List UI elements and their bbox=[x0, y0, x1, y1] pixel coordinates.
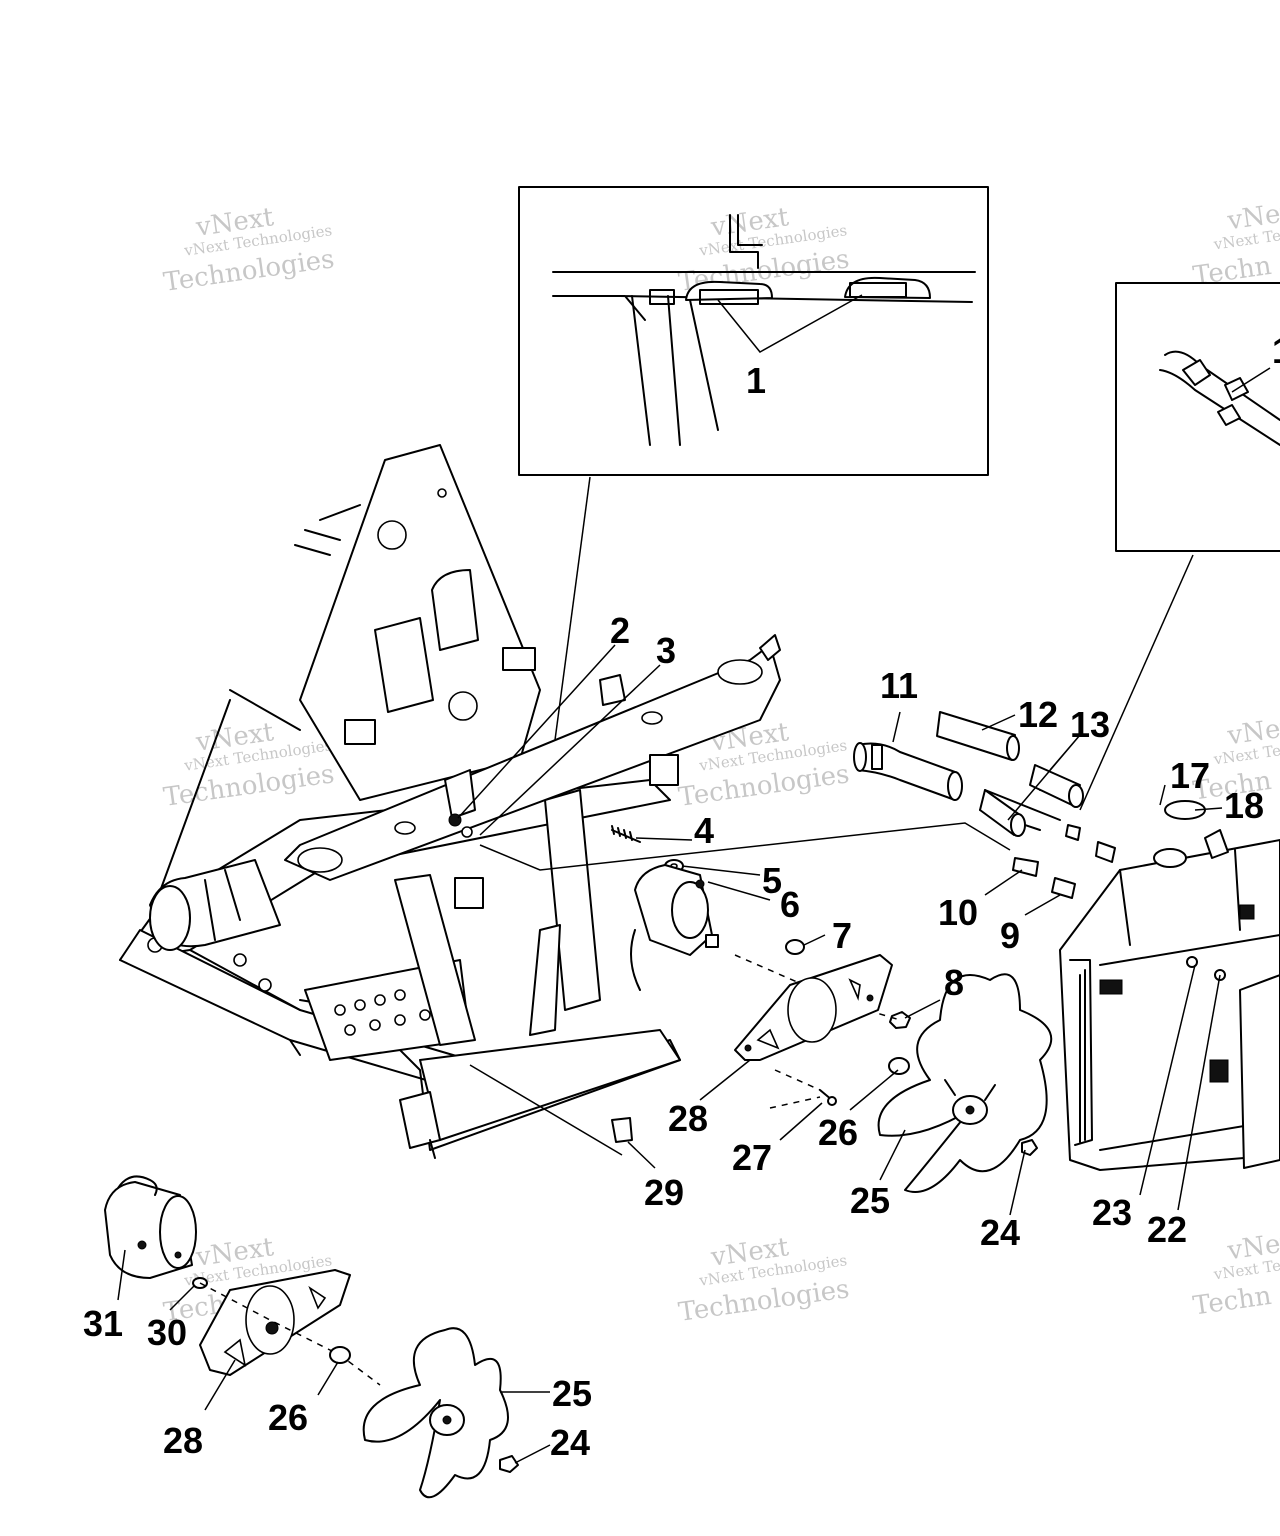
callout-25-lower: 25 bbox=[552, 1373, 592, 1414]
callout-inset2-partial: 1 bbox=[1272, 330, 1280, 371]
callout-labels: 1 2 3 4 5 6 7 8 9 10 11 12 13 17 18 22 2… bbox=[83, 330, 1280, 1463]
watermark-top-right: vNex vNext Te Techn bbox=[1191, 197, 1280, 292]
callout-5: 5 bbox=[762, 860, 782, 901]
detail-inset-rubber-mounts bbox=[518, 186, 989, 476]
part-8-nut bbox=[889, 1011, 911, 1029]
callout-27: 27 bbox=[732, 1137, 772, 1178]
part-29-grommet bbox=[611, 1117, 633, 1143]
part-9-fitting bbox=[1051, 877, 1076, 899]
frame-motor bbox=[149, 859, 281, 951]
svg-text:vNext Te: vNext Te bbox=[1212, 1256, 1280, 1283]
part-24-nut-lower bbox=[499, 1455, 519, 1473]
callout-4: 4 bbox=[694, 810, 714, 851]
callout-13: 13 bbox=[1070, 704, 1110, 745]
callout-26-center: 26 bbox=[818, 1112, 858, 1153]
watermark-bottom-center: vNext vNext Technologies Technologies bbox=[677, 1232, 852, 1328]
callout-23: 23 bbox=[1092, 1192, 1132, 1233]
callout-9: 9 bbox=[1000, 915, 1020, 956]
part-11-hose bbox=[853, 742, 963, 801]
part-24-nut-center bbox=[1021, 1139, 1038, 1156]
callout-10: 10 bbox=[938, 892, 978, 933]
part-25-fan-blade-center bbox=[877, 973, 1053, 1193]
leader-inset2 bbox=[1079, 554, 1194, 811]
mount-line bbox=[479, 822, 1011, 871]
callout-3: 3 bbox=[656, 630, 676, 671]
callout-24-lower: 24 bbox=[550, 1422, 590, 1463]
callout-18: 18 bbox=[1224, 785, 1264, 826]
detail-inset-connectors bbox=[1115, 282, 1280, 552]
part-25-fan-blade-lower bbox=[362, 1327, 509, 1499]
callout-7: 7 bbox=[832, 915, 852, 956]
part-26-bushing-lower bbox=[329, 1346, 351, 1364]
part-6-fan-motor bbox=[630, 864, 719, 991]
callout-26-lower: 26 bbox=[268, 1397, 308, 1438]
callout-25-center: 25 bbox=[850, 1180, 890, 1221]
watermark-mid-left: vNext vNext Technologies Technologies bbox=[162, 717, 337, 813]
callout-leaders bbox=[117, 644, 1223, 1464]
callout-28-lower: 28 bbox=[163, 1420, 203, 1461]
part-13-hose-connectors bbox=[979, 764, 1116, 863]
vehicle-frame bbox=[119, 444, 781, 1159]
callout-24-center: 24 bbox=[980, 1212, 1020, 1253]
svg-text:Techn: Techn bbox=[1191, 251, 1273, 292]
part-31-motor bbox=[104, 1175, 197, 1279]
callout-8: 8 bbox=[944, 962, 964, 1003]
callout-30: 30 bbox=[147, 1312, 187, 1353]
callout-11: 11 bbox=[880, 665, 918, 706]
part-12-hose bbox=[936, 711, 1020, 761]
leader-inset1 bbox=[554, 476, 591, 741]
callout-1: 1 bbox=[746, 360, 766, 401]
svg-text:Techn: Techn bbox=[1191, 1281, 1273, 1322]
callout-6: 6 bbox=[780, 884, 800, 925]
watermark-bottom-right: vNex vNext Te Techn bbox=[1191, 1227, 1280, 1322]
part-26-bushing-center bbox=[888, 1057, 910, 1075]
radiator bbox=[1059, 800, 1280, 1171]
callout-17: 17 bbox=[1170, 755, 1210, 796]
callout-12: 12 bbox=[1018, 694, 1058, 735]
callout-22: 22 bbox=[1147, 1209, 1187, 1250]
part-4-bolt bbox=[611, 825, 641, 843]
watermark-top-left: vNext vNext Technologies Technologies bbox=[162, 202, 337, 298]
part-28-fan-shroud-center bbox=[734, 954, 893, 1061]
callout-28-center: 28 bbox=[668, 1098, 708, 1139]
watermark-top-center: vNext vNext Technologies Technologies bbox=[677, 202, 852, 298]
part-7-spacer bbox=[785, 939, 805, 955]
callout-31: 31 bbox=[83, 1303, 123, 1344]
svg-text:vNext Te: vNext Te bbox=[1212, 741, 1280, 768]
callout-2: 2 bbox=[610, 610, 630, 651]
callout-29: 29 bbox=[644, 1172, 684, 1213]
part-27-screw bbox=[819, 1089, 837, 1106]
svg-text:vNext Te: vNext Te bbox=[1212, 226, 1280, 253]
